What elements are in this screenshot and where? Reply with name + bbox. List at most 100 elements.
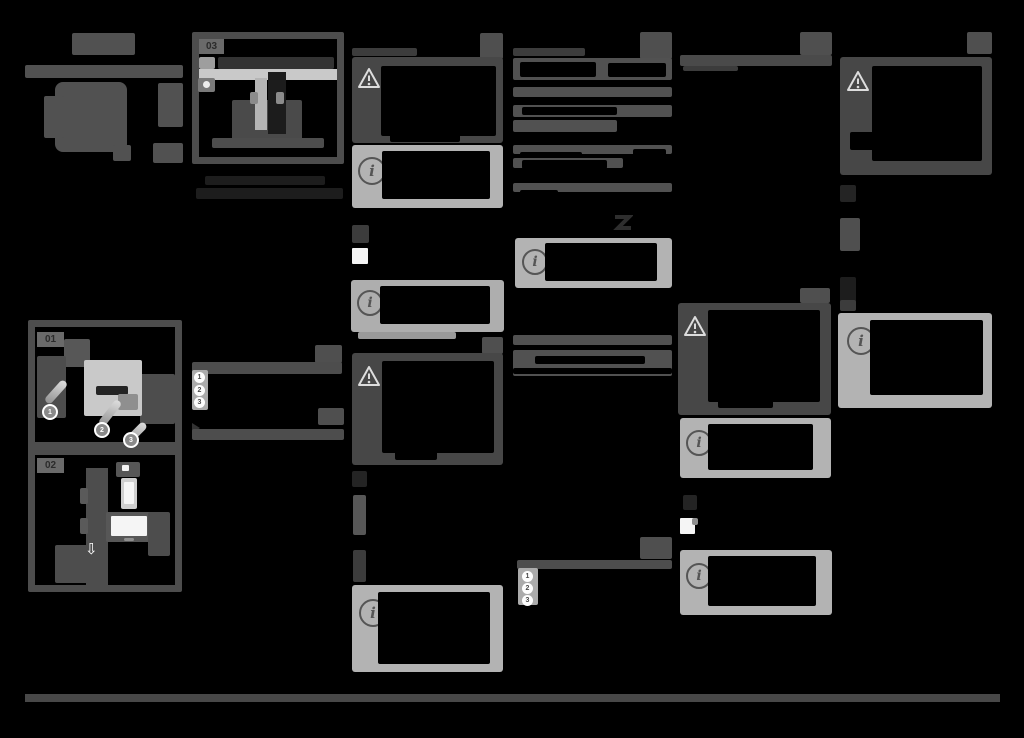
figure-divider bbox=[28, 442, 182, 455]
arrow-icon bbox=[192, 423, 200, 433]
redacted-step-heading bbox=[192, 362, 342, 374]
redacted-info-text bbox=[870, 320, 983, 395]
figure-ref-tab bbox=[967, 32, 992, 54]
redacted-mark bbox=[683, 495, 697, 510]
redacted-info-text bbox=[708, 556, 816, 606]
redacted-text-line bbox=[513, 335, 672, 345]
footer-rule bbox=[25, 694, 1000, 702]
figure-01-callout-3: 3 bbox=[123, 432, 139, 448]
symbol-thumbnail-light bbox=[680, 518, 695, 534]
redacted-info-text bbox=[708, 424, 813, 470]
figure-02-label: 02 bbox=[37, 458, 64, 473]
figure-part bbox=[55, 545, 102, 583]
figure-01-callout-1: 1 bbox=[42, 404, 58, 420]
redacted-mark bbox=[840, 185, 856, 202]
redacted-paragraph-blob bbox=[153, 143, 183, 163]
redacted-bold-text bbox=[520, 62, 596, 77]
redacted-text-line bbox=[683, 66, 738, 71]
figure-part bbox=[140, 374, 175, 424]
redacted-margin-block bbox=[353, 550, 366, 582]
figure-ref-tab bbox=[640, 537, 672, 559]
redacted-caption bbox=[358, 332, 456, 339]
figure-03-caption-line bbox=[196, 188, 343, 199]
figure-ref-tab bbox=[640, 32, 672, 59]
redacted-text-line bbox=[513, 87, 672, 97]
connector-nub bbox=[250, 92, 258, 104]
redacted-margin-block bbox=[353, 495, 366, 535]
symbol-thumbnail-corner bbox=[692, 518, 698, 525]
figure-detail bbox=[199, 57, 215, 69]
device-small-screen bbox=[124, 482, 134, 504]
redacted-bold-text bbox=[513, 368, 672, 374]
warning-icon bbox=[684, 316, 706, 336]
step-number-1: 1 bbox=[522, 571, 533, 582]
redacted-text-line bbox=[513, 145, 672, 154]
redacted-warning-text bbox=[708, 310, 820, 402]
redacted-subtitle-line bbox=[25, 65, 183, 78]
redacted-warning-text bbox=[850, 132, 880, 150]
warning-icon bbox=[358, 68, 380, 88]
redacted-info-text bbox=[380, 286, 490, 324]
redacted-warning-text bbox=[872, 66, 982, 161]
redacted-heading bbox=[352, 48, 417, 56]
redacted-warning-text bbox=[390, 134, 460, 142]
redacted-mark bbox=[352, 471, 367, 487]
redacted-warning-text bbox=[382, 361, 494, 453]
down-arrow-icon: ⇩ bbox=[85, 540, 98, 558]
redacted-warning-text bbox=[381, 66, 496, 136]
figure-01-callout-2: 2 bbox=[94, 422, 110, 438]
redacted-info-text bbox=[545, 243, 657, 281]
figure-ref-tab bbox=[800, 32, 832, 55]
zigzag-mark-icon bbox=[613, 215, 633, 230]
redacted-paragraph-blob bbox=[113, 145, 131, 161]
figure-ref-tab bbox=[482, 337, 503, 354]
redacted-bold-text bbox=[633, 149, 666, 162]
warning-icon bbox=[358, 366, 380, 386]
figure-ref-tab bbox=[315, 345, 342, 363]
figure-detail bbox=[118, 394, 138, 410]
redacted-bold-text bbox=[608, 63, 666, 77]
redacted-step-heading bbox=[517, 560, 672, 569]
step-number-3: 3 bbox=[522, 595, 533, 606]
symbol-thumbnail-light bbox=[352, 248, 368, 264]
connector-nub bbox=[276, 92, 284, 104]
step-number-3: 3 bbox=[194, 397, 205, 408]
redacted-paragraph-blob bbox=[158, 83, 183, 127]
step-number-1: 1 bbox=[194, 372, 205, 383]
redacted-warning-text bbox=[395, 450, 437, 460]
step-number-2: 2 bbox=[522, 583, 533, 594]
figure-01-label: 01 bbox=[37, 332, 64, 347]
redacted-text-line bbox=[513, 183, 672, 192]
redacted-paragraph-blob bbox=[44, 96, 64, 138]
figure-ref-tab bbox=[800, 288, 830, 303]
figure-detail bbox=[122, 465, 129, 471]
redacted-bold-text bbox=[520, 190, 558, 199]
rail-connector bbox=[80, 518, 88, 534]
figure-detail bbox=[218, 57, 334, 69]
figure-part bbox=[212, 138, 324, 148]
redacted-title bbox=[72, 33, 135, 55]
redacted-bold-text bbox=[522, 160, 607, 169]
redacted-text-line bbox=[513, 120, 617, 132]
redacted-bold-text bbox=[535, 356, 645, 364]
redacted-text-line bbox=[513, 48, 585, 56]
rail-connector bbox=[80, 488, 88, 504]
figure-dot bbox=[203, 81, 210, 88]
figure-03-caption-line bbox=[205, 176, 325, 185]
redacted-heading-line bbox=[680, 55, 832, 66]
figure-03-label: 03 bbox=[199, 39, 224, 54]
redacted-margin-block bbox=[840, 218, 860, 251]
redacted-info-text bbox=[382, 151, 490, 199]
figure-ref-tab bbox=[318, 408, 344, 425]
cable-strip bbox=[255, 78, 267, 130]
device-stand bbox=[124, 538, 134, 541]
step-number-2: 2 bbox=[194, 385, 205, 396]
figure-detail bbox=[96, 386, 128, 395]
redacted-bold-text bbox=[522, 107, 617, 115]
figure-part bbox=[148, 512, 170, 556]
redacted-warning-text bbox=[718, 398, 773, 408]
redacted-info-text bbox=[378, 592, 490, 664]
redacted-mark bbox=[840, 300, 856, 311]
redacted-paragraph-blob bbox=[55, 82, 127, 152]
